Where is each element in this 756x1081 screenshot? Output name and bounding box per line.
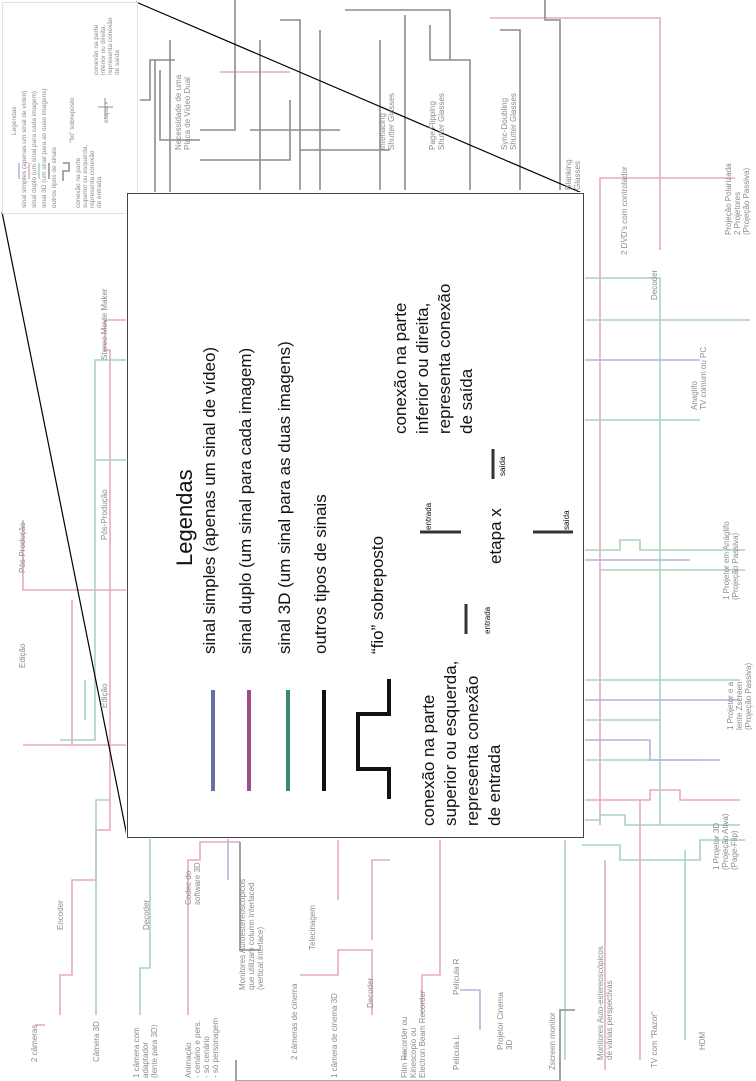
label-decoder-left: Decoder [142, 899, 151, 930]
label-dvds: 2 DVD's com controlador [620, 166, 629, 255]
legend-input-note: conexão na parte superior ou esquerda, r… [419, 660, 504, 826]
label-film-recorder: Film Recorder ou Kinescopio ou Electron … [400, 990, 427, 1078]
wire-blue [582, 739, 720, 761]
wire-green [582, 839, 745, 1040]
label-projetor-3d: 1 Projetor 3D (Projeção Ativa) (Page-Fli… [712, 813, 739, 870]
legend-step: etapa x [486, 508, 505, 564]
wire-gray [319, 9, 451, 190]
label-cinema-camera-3d: 1 câmera de cinema 3D [330, 993, 339, 1078]
legend-other: outros tipos de sinais [311, 494, 330, 654]
label-decoder-right: Decoder [650, 269, 659, 300]
legend-3d: sinal 3D (um sinal para as duas imagens) [275, 341, 294, 654]
legend-callout: Legendas sinal simples (apenas um sinal … [127, 193, 584, 838]
legend-saida-right: saída [498, 456, 507, 476]
label-encoder: Encoder [56, 900, 65, 930]
mini-swatch-overlap [62, 162, 70, 181]
mini-legend-title: Legendas [11, 106, 18, 135]
label-2-cameras: 2 câmeras [30, 1024, 39, 1062]
wire-gray [200, 0, 301, 190]
label-blanking: Blanking Glasses [564, 159, 582, 190]
label-animation: Animação - cenário e pers. - só cenário … [184, 1017, 220, 1078]
swatch-overlap [356, 679, 391, 799]
legend-output-note: conexão na parte inferior ou direita, re… [391, 283, 476, 434]
label-2-cinema-cameras: 2 câmeras de cinema [290, 983, 299, 1060]
wire-green [60, 359, 130, 741]
legend-entrada-top: entrada [424, 502, 433, 530]
label-hdm: HDM [698, 1031, 707, 1050]
label-auto-stereo: Monitores Auto-estereoscópicos de várias… [596, 946, 614, 1060]
wire-green [582, 814, 740, 826]
label-projecao-polarizada: Projeção Polarizada 2 Projetores (Projeç… [724, 163, 751, 235]
mini-legend-other: outros tipos de sinais [51, 146, 58, 208]
mini-legend-3d: sinal 3D (um sinal para as duas imagens) [41, 88, 48, 208]
label-projetor-zscreen: 1 Projetor e a lente Zscreen (Projeção P… [726, 662, 753, 730]
legend-saida-bottom: saída [562, 510, 571, 530]
label-edicao-outer: Edição [18, 643, 27, 668]
label-telecinagem: Telecinagem [308, 905, 317, 950]
label-codec: Codec do software 3D [184, 862, 202, 905]
wire-pink [187, 841, 240, 1015]
label-interlacing: Interlacing Shutter Glasses [378, 93, 396, 150]
mini-legend-swatches [18, 98, 113, 181]
wire-gray [429, 0, 561, 190]
wire-gray [154, 40, 200, 210]
label-pelicula-l: Película L [452, 1034, 461, 1070]
label-sync-doubling: Sync-Doubling Shutter Glasses [500, 93, 518, 150]
wire-pink [599, 177, 735, 825]
label-zscreen-monitor: Zscreen monitor [548, 1012, 557, 1070]
label-anaglifo: Anaglifo TV comum ou PC [690, 346, 708, 410]
mini-legend: Legendas sinal simples (apenas um sinal … [2, 2, 138, 214]
wire-blue [582, 359, 740, 701]
label-monitors-interlaced: Monitores Autoestereoscópicos que utiliz… [238, 878, 265, 990]
zoom-line [135, 1, 583, 194]
label-pelicula-r: Película R [452, 958, 461, 995]
zoom-line [1, 211, 128, 837]
label-projetor-cinema-3d: Projetor Cinema 3D [496, 992, 514, 1050]
wire-pink [337, 840, 390, 940]
label-tv-razor: TV com "Razor" [650, 1011, 659, 1068]
legend-entrada-left: entrada [483, 606, 492, 634]
label-page-flipping: Page Flipping Shutter Glasses [428, 93, 446, 150]
mini-legend-overlap: "fio" sobreposto [69, 97, 76, 143]
legend-double: sinal duplo (um sinal para cada imagem) [236, 347, 255, 654]
wire-pink [582, 789, 740, 1060]
mini-legend-simple: sinal simples (apenas um sinal de vídeo) [21, 90, 28, 208]
label-pos-producao-outer: Pós-Produção [18, 522, 27, 573]
label-necessidade: Necessidade de uma Placa de Vídeo Dual [174, 74, 192, 150]
legend-title: Legendas [172, 469, 197, 566]
wire-gray [235, 842, 575, 1081]
label-pos-producao-inner: Pós-Produção [100, 489, 109, 540]
wire-pink [421, 840, 441, 1015]
wire-green [582, 679, 740, 761]
wire-blue [227, 835, 481, 1060]
wire-gray [200, 100, 390, 161]
mini-legend-step: etapa x [103, 101, 110, 123]
wire-green [564, 277, 661, 1060]
legend-overlap: “fio” sobreposto [368, 535, 387, 654]
wire-pink [300, 949, 373, 1015]
wire-pink [220, 17, 661, 250]
label-projetor-anaglifo: 1 Projetor em Anáglifo (Projeção Passiva… [722, 521, 740, 600]
wire-pink [22, 520, 131, 746]
label-camera-3d: Câmera 3D [92, 1021, 101, 1062]
wire-green [582, 319, 750, 551]
label-edicao-inner: Edição [100, 683, 109, 708]
wire-gray [140, 59, 175, 101]
legend-simple: sinal simples (apenas um sinal de vídeo) [200, 346, 219, 654]
label-stereo-movie-maker: Stereo Movie Maker [100, 288, 109, 360]
mini-legend-input-note: conexão na parte superior ou esquerda, r… [75, 144, 103, 208]
label-camera-adapter: 1 câmera com adaptador (lente para 3D) [132, 1024, 159, 1078]
mini-legend-double: sinal duplo (um sinal para cada imagem) [31, 90, 38, 208]
label-decoder-cinema: Decoder [366, 977, 375, 1008]
mini-legend-output-note: conexão na parte inferior ou direita, re… [93, 17, 121, 75]
legend-swatches [211, 449, 573, 799]
